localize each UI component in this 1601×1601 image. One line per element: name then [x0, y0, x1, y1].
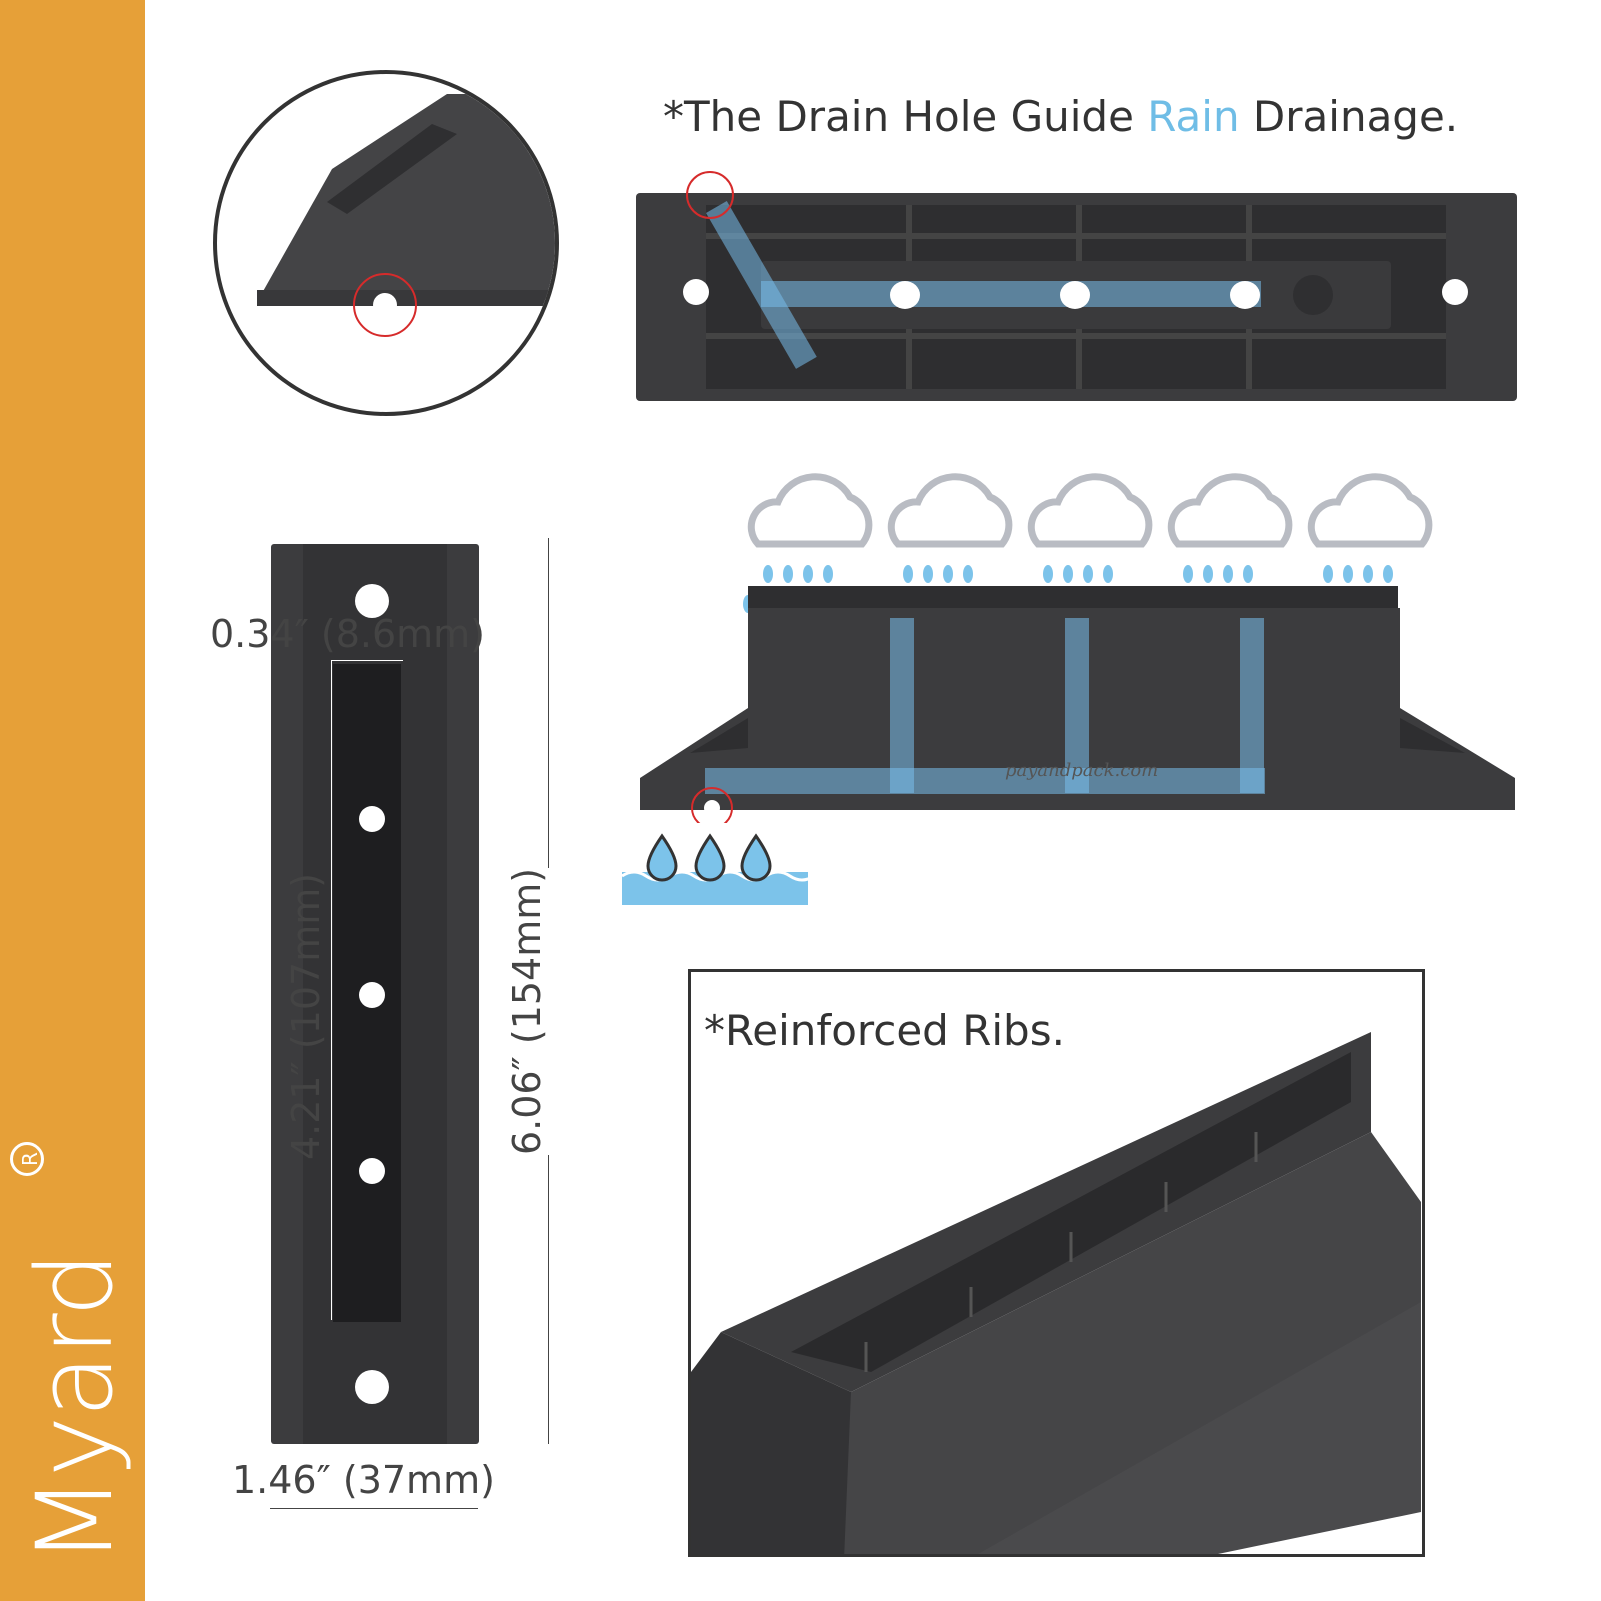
cloud-icon: [1167, 473, 1293, 548]
inner-dimension-line: [331, 660, 403, 661]
drain-hole-a: [359, 806, 385, 832]
drain-hole-b: [359, 982, 385, 1008]
base-width-dimension: 1.46″ (37mm): [232, 1458, 495, 1502]
drainage-caption-start: *The Drain Hole Guide: [663, 92, 1148, 141]
ribs-illustration: [691, 1032, 1421, 1554]
inner-width-dimension: 0.34″ (8.6mm): [210, 612, 485, 656]
part-bottom-view: [636, 171, 1517, 401]
drain-marker: [686, 171, 734, 219]
drain-hole-2: [1060, 281, 1090, 309]
reinforced-ribs-panel: [688, 969, 1425, 1557]
brand-logo: Myard: [14, 1253, 136, 1565]
brand-sidebar: [0, 0, 145, 1601]
cloud-icon: [1307, 473, 1433, 548]
drain-hole-zoom-circle: [213, 70, 559, 416]
zoom-detail-illustration: [257, 94, 555, 337]
total-length-dimension: 6.06″ (154mm): [505, 867, 549, 1155]
drain-hole-1: [890, 281, 920, 309]
reinforced-ribs-caption: *Reinforced Ribs.: [704, 1006, 1065, 1055]
mount-hole-right: [1442, 279, 1468, 305]
drain-hole-c: [359, 1158, 385, 1184]
part-watermark: payandpack.com: [1005, 760, 1159, 781]
cloud-icon: [747, 473, 873, 548]
registered-mark: R: [10, 1142, 44, 1176]
part-top-view: [271, 544, 479, 1444]
mount-hole-bottom: [355, 1370, 389, 1404]
cloud-icon: [1027, 473, 1153, 548]
base-width-line: [270, 1508, 478, 1509]
inner-length-dimension: 4.21″ (107mm): [284, 872, 328, 1160]
drainage-caption: *The Drain Hole Guide Rain Drainage.: [663, 92, 1458, 141]
mount-hole-left: [683, 279, 709, 305]
drainage-caption-highlight: Rain: [1147, 92, 1240, 141]
water-drops-icon: [622, 833, 808, 905]
cloud-icon: [887, 473, 1013, 548]
plug-circle: [1293, 275, 1333, 315]
mount-hole-top: [355, 584, 389, 618]
part-side-view: [640, 586, 1515, 823]
drainage-caption-end: Drainage.: [1239, 92, 1459, 141]
drain-hole-3: [1230, 281, 1260, 309]
